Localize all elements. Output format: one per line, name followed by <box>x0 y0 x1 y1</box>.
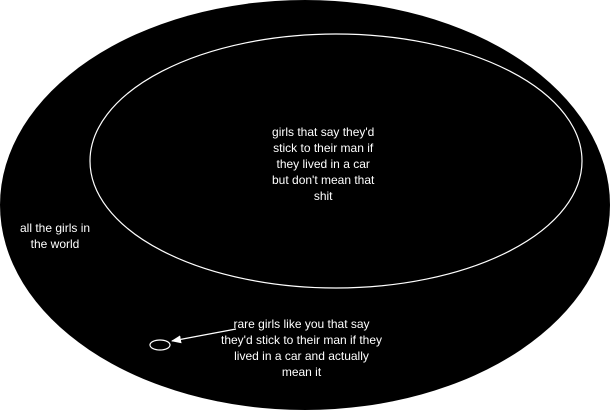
small-set-label-line: rare girls like you that say <box>233 317 370 331</box>
outer-set-label-line: all the girls in <box>20 221 91 235</box>
small-set-label-line: they'd stick to their man if they <box>221 333 383 347</box>
small-set-label: rare girls like you that say they'd stic… <box>221 316 382 380</box>
inner-set-label-line: shit <box>313 189 333 203</box>
outer-set-label: all the girls in the world <box>20 220 90 252</box>
inner-set-label-line: stick to their man if <box>273 141 374 155</box>
inner-set-label-line: but don't mean that <box>272 173 375 187</box>
inner-set-label: girls that say they'd stick to their man… <box>272 124 374 204</box>
small-set-ellipse <box>149 339 171 351</box>
inner-set-ellipse <box>89 33 583 289</box>
inner-set-label-line: girls that say they'd <box>272 125 375 139</box>
outer-set-label-line: the world <box>30 237 80 251</box>
pointer-arrow <box>171 328 237 344</box>
inner-set-label-line: they lived in a car <box>276 157 370 171</box>
small-set-label-line: lived in a car and actually <box>234 349 369 363</box>
small-set-label-line: mean it <box>281 365 322 379</box>
